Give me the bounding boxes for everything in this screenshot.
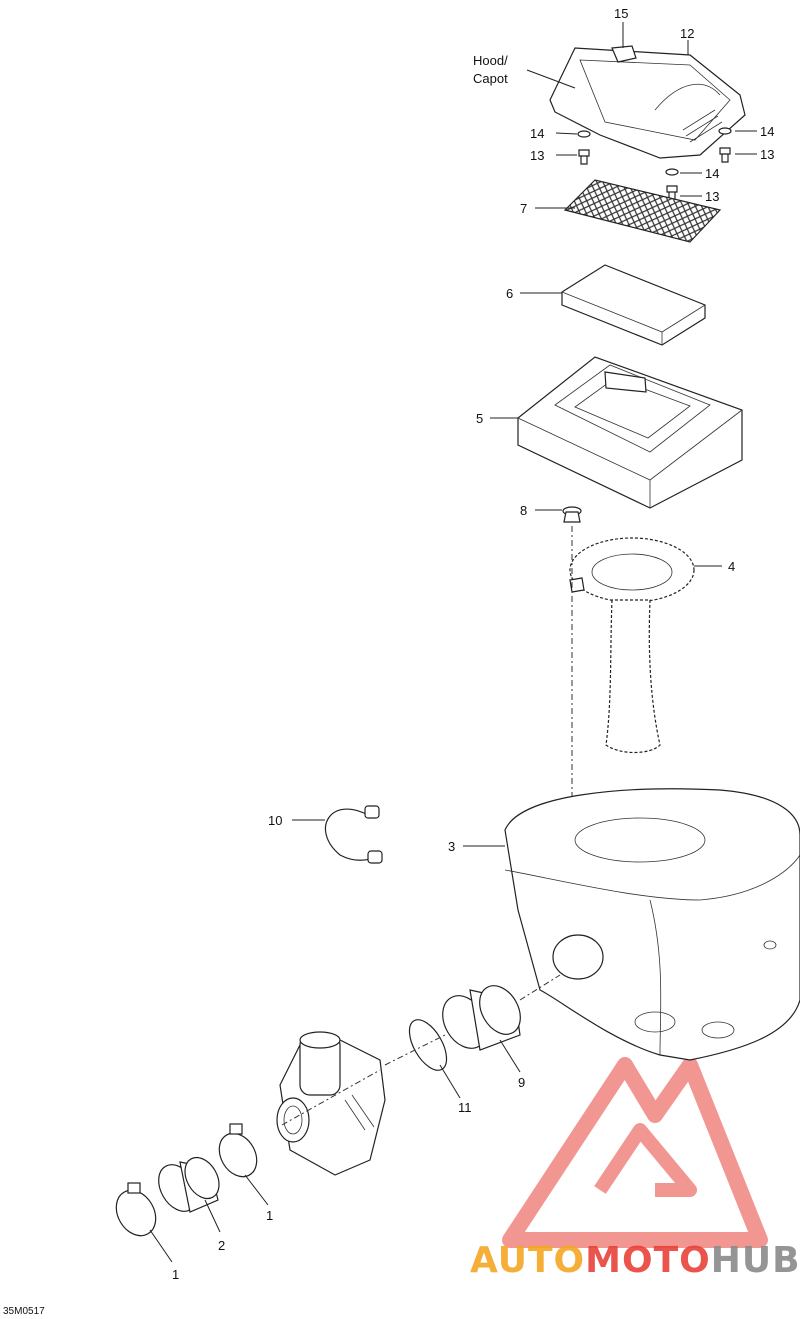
callout-5: 5: [476, 411, 483, 426]
watermark-hub: HUB: [711, 1240, 800, 1281]
callout-15: 15: [614, 6, 628, 21]
screw-washer-center: [665, 168, 679, 201]
callout-4: 4: [728, 559, 735, 574]
retaining-strap: [324, 805, 383, 864]
screw-washer-left: [577, 130, 591, 165]
intake-boot: [442, 985, 521, 1051]
screw-washer-right: [718, 127, 732, 163]
diagram-code: 35M0517: [3, 1306, 45, 1317]
carburetor: [276, 1031, 386, 1176]
hose-clamp-left: [115, 1182, 157, 1237]
callout-3: 3: [448, 839, 455, 854]
callout-labels: 15 12 Hood/ Capot 14 13 14 13 14 13 7 6 …: [3, 6, 774, 1317]
callout-14-right: 14: [760, 124, 774, 139]
callout-12: 12: [680, 26, 694, 41]
callout-2: 2: [218, 1238, 225, 1253]
airbox-body: [504, 788, 800, 1061]
hose-clamp-right: [218, 1123, 258, 1178]
callout-14-center: 14: [705, 166, 719, 181]
intake-silencer: [569, 537, 695, 754]
callout-1-left: 1: [172, 1267, 179, 1282]
watermark-moto: MOTO: [585, 1240, 711, 1281]
callout-10: 10: [268, 813, 282, 828]
callout-7: 7: [520, 201, 527, 216]
hood-label-line1: Hood/: [473, 53, 508, 68]
automotohub-logo: [502, 1057, 768, 1248]
callout-8: 8: [520, 503, 527, 518]
callout-13-left: 13: [530, 148, 544, 163]
airbox-frame: [517, 356, 743, 509]
hood-label-line2: Capot: [473, 71, 508, 86]
callout-9: 9: [518, 1075, 525, 1090]
grommet: [562, 506, 582, 523]
filter-mesh: [563, 179, 722, 243]
callout-11: 11: [458, 1100, 472, 1115]
watermark-auto: AUTO: [470, 1240, 585, 1281]
callout-6: 6: [506, 286, 513, 301]
rubber-coupler: [158, 1156, 220, 1213]
callout-13-right: 13: [760, 147, 774, 162]
callout-13-center: 13: [705, 189, 719, 204]
callout-1-right: 1: [266, 1208, 273, 1223]
callout-14-left: 14: [530, 126, 544, 141]
leader-lines: [149, 22, 757, 1263]
hood-cover: [549, 45, 746, 159]
foam-filter: [561, 264, 706, 346]
watermark-text: AUTOMOTOHUB: [470, 1240, 800, 1281]
